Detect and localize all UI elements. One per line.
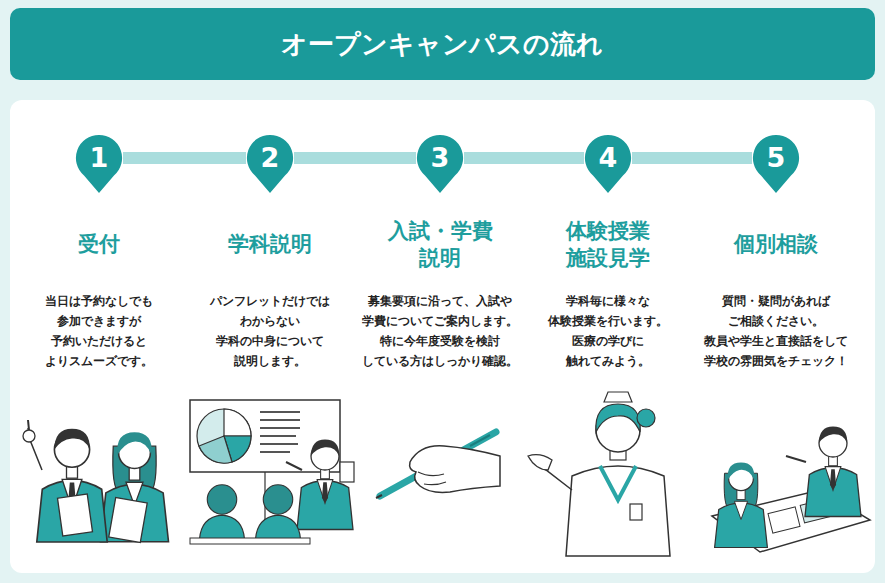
step-heading: 体験授業 施設見学 (549, 218, 667, 273)
step-description: 募集要項に沿って、入試や 学費についてご案内します。 特に今年度受験を検討 して… (362, 291, 518, 372)
step-description: 質問・疑問があれば ご相談ください。 教員や学生と直接話をして 学校の雰囲気をチ… (704, 291, 849, 372)
step-connector-bar (632, 152, 752, 164)
step-connector-bar (464, 152, 584, 164)
pin-outline (417, 135, 463, 193)
step-heading: 入試・学費 説明 (381, 218, 499, 273)
step-pin: 3 (416, 134, 464, 196)
step-number: 2 (246, 134, 294, 182)
step-pin: 5 (752, 134, 800, 196)
pin-outline (585, 135, 631, 193)
step-number: 5 (752, 134, 800, 182)
step-number: 3 (416, 134, 464, 182)
step-number: 1 (75, 134, 123, 182)
step-heading: 学科説明 (211, 231, 329, 258)
step-description: 学科毎に様々な 体験授業を行います。 医療の学びに 触れてみよう。 (545, 291, 672, 372)
step-heading: 個別相談 (717, 231, 835, 258)
title-text: オープンキャンパスの流れ (281, 27, 603, 62)
step-description: 当日は予約なしでも 参加できますが 予約いただけると よりスムーズです。 (42, 291, 157, 372)
step-connector-bar (294, 152, 416, 164)
step-pin: 4 (584, 134, 632, 196)
step-heading: 受付 (40, 231, 158, 258)
step-number: 4 (584, 134, 632, 182)
step-pin: 2 (246, 134, 294, 196)
step-pin: 1 (75, 134, 123, 196)
step-description: パンフレットだけでは わからない 学科の中身について 説明します。 (209, 291, 331, 372)
pin-outline (247, 135, 293, 193)
step-connector-bar (123, 152, 246, 164)
pin-outline (753, 135, 799, 193)
pin-outline (76, 135, 122, 193)
